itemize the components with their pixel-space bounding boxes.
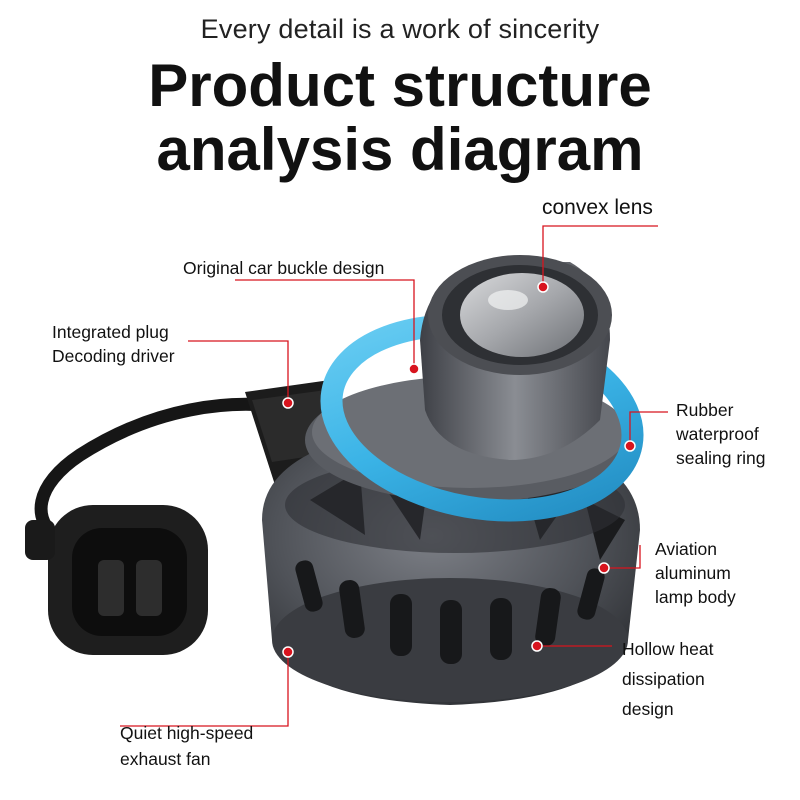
label-convex-lens: convex lens <box>542 196 653 219</box>
label-fan: Quiet high-speed exhaust fan <box>120 723 254 769</box>
page-title: Product structure analysis diagram <box>0 54 800 182</box>
plug-connector-icon <box>25 505 208 655</box>
dot-fan <box>282 646 294 658</box>
dot-heat <box>531 640 543 652</box>
title-line-1: Product structure <box>148 52 652 119</box>
label-buckle: Original car buckle design <box>183 258 385 278</box>
dot-convex-lens <box>537 281 549 293</box>
label-ring: Rubber waterproof sealing ring <box>676 400 766 468</box>
convex-lens-icon <box>460 273 584 357</box>
dot-plug <box>282 397 294 409</box>
power-cable <box>34 397 307 547</box>
label-plug: Integrated plug Decoding driver <box>52 322 175 366</box>
callout-lines <box>120 225 668 727</box>
title-line-2: analysis diagram <box>156 116 644 183</box>
dot-buckle <box>408 363 420 375</box>
callout-dots <box>282 281 636 658</box>
subtitle: Every detail is a work of sincerity <box>200 14 600 44</box>
label-body: Aviation aluminum lamp body <box>655 539 736 607</box>
label-heat: Hollow heat dissipation design <box>622 639 714 719</box>
dot-ring <box>624 440 636 452</box>
dot-body <box>598 562 610 574</box>
